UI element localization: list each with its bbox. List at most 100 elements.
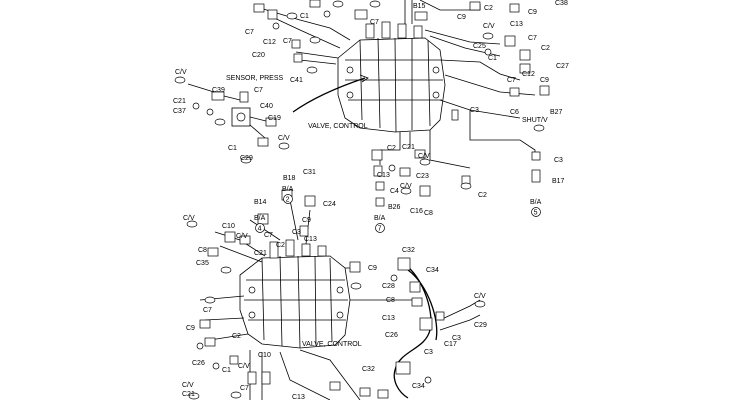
label-c4: C4: [390, 188, 399, 195]
lower-fittings: [199, 189, 445, 399]
label-c28: C28: [382, 283, 395, 290]
label-c38: C38: [555, 0, 568, 7]
label-c32-top: C32: [402, 247, 415, 254]
label-c6: C6: [510, 109, 519, 116]
label-c7-sensor: C7: [254, 87, 263, 94]
label-c10-ll: C10: [222, 223, 235, 230]
label-b26: B26: [388, 204, 401, 211]
label-b18: B18: [283, 175, 296, 182]
label-shutv: SHUT/V: [522, 117, 548, 124]
label-c34-bot: C34: [412, 383, 425, 390]
label-c9-bl: C9: [186, 325, 195, 332]
label-cv-ll: C/V: [183, 215, 195, 222]
tag-ovals: [174, 0, 545, 400]
label-c2-bl: C2: [232, 333, 241, 340]
label-c9-right: C9: [540, 77, 549, 84]
port-4-number: 4: [258, 226, 262, 233]
label-b14: B14: [254, 199, 267, 206]
label-c29-lr: C29: [474, 322, 487, 329]
label-c9-mid2: C9: [302, 217, 311, 224]
pressure-sensor: SENSOR, PRESS: [187, 75, 284, 147]
label-c12-top: C12: [263, 39, 276, 46]
part-labels: C38 C2 C13 C9 C9 B15 C7 C1 C7 C12 C7 C20…: [173, 0, 569, 400]
label-c7-bl2: C7: [240, 385, 249, 392]
label-c12-right: C12: [522, 71, 535, 78]
label-c9-top: C9: [528, 9, 537, 16]
label-cv-top: C/V: [483, 23, 495, 30]
label-c21-left: C21: [173, 98, 186, 105]
label-c1-top: C1: [300, 13, 309, 20]
label-c10-bl: C10: [258, 352, 271, 359]
label-c13-bl: C13: [292, 394, 305, 400]
lower-control-valve: VALVE, CONTROL: [239, 239, 362, 349]
label-c2-mid2: C2: [276, 242, 285, 249]
label-c29-top: C29: [240, 155, 253, 162]
label-cv-sensor: C/V: [278, 135, 290, 142]
label-c3-right: C3: [470, 107, 479, 114]
label-c3-lr: C3: [424, 349, 433, 356]
label-c39: C39: [212, 87, 225, 94]
hex-bolts: [192, 10, 492, 384]
upper-fittings: [253, 0, 550, 183]
label-c9-lr: C9: [368, 265, 377, 272]
label-c37: C37: [173, 108, 186, 115]
label-c9-mid: C9: [457, 14, 466, 21]
port-5-number: 5: [534, 210, 538, 217]
label-c3-mid: C3: [292, 229, 301, 236]
label-c13-mid: C13: [377, 172, 390, 179]
label-c3-lr2: C3: [452, 335, 461, 342]
label-c27: C27: [556, 63, 569, 70]
upper-valve-label: VALVE, CONTROL: [308, 123, 368, 130]
label-c7-left: C7: [245, 29, 254, 36]
label-c13-lr: C13: [382, 315, 395, 322]
label-c21-bl: C21: [182, 391, 195, 398]
label-c2-top: C2: [484, 5, 493, 12]
label-ba-2: B/A: [282, 186, 294, 193]
label-c25: C25: [473, 43, 486, 50]
label-b27: B27: [550, 109, 563, 116]
label-cv-mid2: C/V: [400, 183, 412, 190]
label-cv-lr: C/V: [474, 293, 486, 300]
label-c16-top: C16: [410, 208, 423, 215]
sensor-label: SENSOR, PRESS: [226, 75, 284, 82]
label-c26-lr: C26: [385, 332, 398, 339]
label-ba-4: B/A: [254, 215, 266, 222]
label-ba-5: B/A: [530, 199, 542, 206]
label-c3-b17: C3: [554, 157, 563, 164]
label-c8-ll: C8: [198, 247, 207, 254]
label-b15: B15: [413, 3, 426, 10]
label-c7-mid2: C7: [264, 232, 273, 239]
label-cv-bl2: C/V: [238, 363, 250, 370]
label-c21-mid2: C21: [254, 250, 267, 257]
main-hose: [292, 77, 366, 113]
port-7-number: 7: [378, 226, 382, 233]
label-c7-right: C7: [528, 35, 537, 42]
label-c32-bot: C32: [362, 366, 375, 373]
upper-control-valve: VALVE, CONTROL: [308, 21, 446, 133]
label-c34-top: C34: [426, 267, 439, 274]
label-c1-sensor: C1: [228, 145, 237, 152]
label-b17: B17: [552, 178, 565, 185]
label-c1-bl: C1: [222, 367, 231, 374]
label-c23: C23: [416, 173, 429, 180]
lower-pipes: [199, 199, 481, 400]
label-c7-top: C7: [370, 19, 379, 26]
label-c19: C19: [268, 115, 281, 122]
label-c7-mid: C7: [283, 38, 292, 45]
label-c17: C17: [444, 341, 457, 348]
label-cv-mid: C/V: [418, 153, 430, 160]
label-c2-mid: C2: [387, 145, 396, 152]
label-c2-r3: C2: [478, 192, 487, 199]
lower-valve-label: VALVE, CONTROL: [302, 341, 362, 348]
label-c26-bl: C26: [192, 360, 205, 367]
label-cv-ll2: C/V: [236, 233, 248, 240]
label-c21-mid: C21: [402, 144, 415, 151]
label-c20: C20: [252, 52, 265, 59]
label-c8-lr: C8: [386, 297, 395, 304]
label-c2-right: C2: [541, 45, 550, 52]
label-c35: C35: [196, 260, 209, 267]
label-cv-left: C/V: [175, 69, 187, 76]
label-cv-bl: C/V: [182, 382, 194, 389]
port-2-number: 2: [286, 197, 290, 204]
